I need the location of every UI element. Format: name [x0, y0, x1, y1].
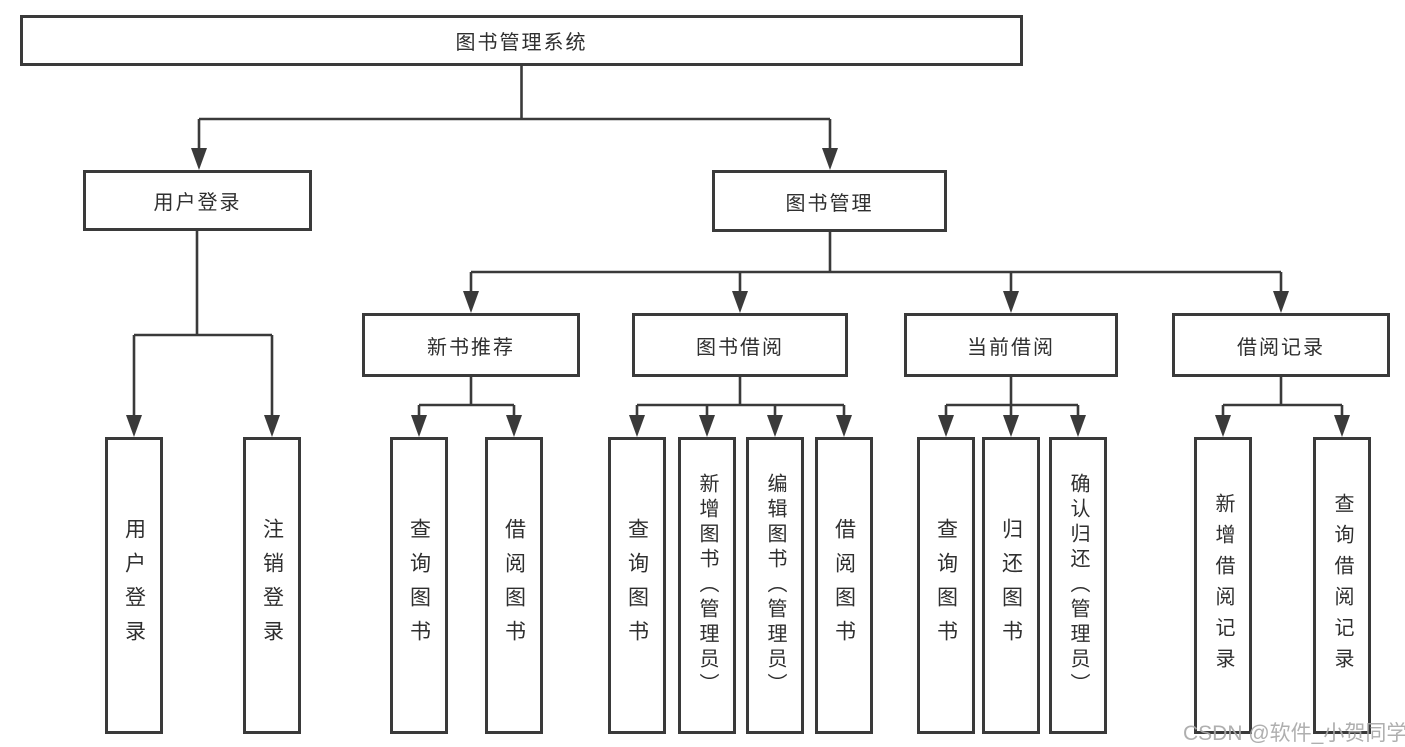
node-label: 借阅记录 [1237, 336, 1325, 359]
leaf-label: 新增借阅记录 [1212, 492, 1234, 679]
arrowheads [126, 148, 1350, 437]
node-new-book-recommend: 新书推荐 [362, 313, 580, 377]
leaf-logout: 注销登录 [243, 437, 301, 734]
leaf-label: 借阅图书 [832, 517, 856, 654]
leaf-label: 查询借阅记录 [1331, 492, 1353, 679]
leaf-query-book-current: 查询图书 [917, 437, 975, 734]
leaf-query-book-recommend: 查询图书 [390, 437, 448, 734]
node-label: 图书管理 [785, 192, 874, 215]
leaf-query-borrow-record: 查询借阅记录 [1313, 437, 1371, 734]
leaf-borrow-book: 借阅图书 [815, 437, 873, 734]
leaf-label: 编辑图书（管理员） [764, 473, 786, 698]
leaf-edit-book-admin: 编辑图书（管理员） [746, 437, 804, 734]
node-label: 当前借阅 [967, 336, 1055, 359]
node-label: 图书管理系统 [455, 32, 588, 54]
leaf-query-book-borrow: 查询图书 [608, 437, 666, 734]
leaf-user-login: 用户登录 [105, 437, 163, 734]
node-label: 图书借阅 [696, 336, 784, 359]
leaf-label: 确认归还（管理员） [1067, 473, 1089, 698]
leaf-borrow-book-recommend: 借阅图书 [485, 437, 543, 734]
leaf-label: 查询图书 [407, 517, 431, 654]
leaf-label: 查询图书 [934, 517, 958, 654]
node-book-borrow: 图书借阅 [632, 313, 848, 377]
node-label: 用户登录 [153, 192, 242, 214]
node-book-management: 图书管理 [712, 170, 947, 232]
node-label: 新书推荐 [427, 336, 515, 359]
csdn-watermark: CSDN @软件_小贺同学 [1183, 722, 1405, 745]
leaf-add-book-admin: 新增图书（管理员） [678, 437, 736, 734]
leaf-label: 新增图书（管理员） [696, 473, 718, 698]
leaf-label: 注销登录 [260, 517, 284, 654]
leaf-label: 用户登录 [122, 517, 146, 654]
node-root-library-system: 图书管理系统 [20, 15, 1023, 66]
node-borrow-record: 借阅记录 [1172, 313, 1390, 377]
node-current-borrow: 当前借阅 [904, 313, 1118, 377]
node-user-login: 用户登录 [83, 170, 312, 231]
leaf-label: 归还图书 [999, 517, 1023, 654]
leaf-label: 查询图书 [625, 517, 649, 654]
leaf-label: 借阅图书 [502, 517, 526, 654]
leaf-confirm-return-admin: 确认归还（管理员） [1049, 437, 1107, 734]
leaf-return-book: 归还图书 [982, 437, 1040, 734]
leaf-add-borrow-record: 新增借阅记录 [1194, 437, 1252, 734]
